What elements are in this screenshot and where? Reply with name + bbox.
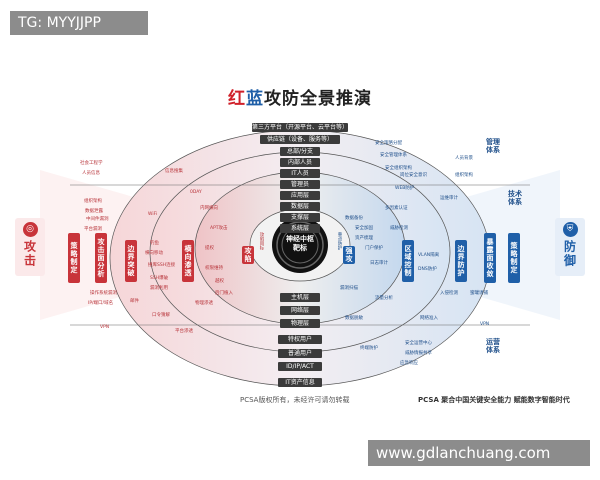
layer-label: 数据层 (280, 202, 320, 211)
layer-label: 普通用户 (278, 349, 322, 358)
defense-card: ⛨ 防御 (555, 218, 585, 276)
step-bar: 攻陷 (242, 246, 254, 264)
slogan-caption: PCSA 聚合中国关键安全能力 赋能数字智能时代 (418, 396, 570, 404)
ring-label-attack: 攻陷目标 (259, 232, 264, 250)
item-label: 安全策略分配 (375, 141, 402, 146)
item-label: 蜜罐诱捕 (470, 291, 488, 296)
item-label: 钓鱼 (150, 241, 159, 246)
item-label: 漏洞利用 (150, 286, 168, 291)
item-label: VPN (480, 322, 490, 327)
item-label: 组织架构 (455, 173, 473, 178)
item-label: 物理渗透 (195, 301, 213, 306)
layer-label: 主机层 (280, 293, 320, 302)
item-label: 威胁检测 (390, 226, 408, 231)
layer-label: 网络层 (280, 306, 320, 315)
step-bar: 强攻 (343, 246, 355, 264)
item-label: WiFi (148, 212, 158, 217)
layer-label: 特权用户 (278, 335, 322, 344)
item-label: 数据脱敏 (345, 316, 363, 321)
layer-label: 管理员 (280, 180, 320, 189)
item-label: 终端防护 (360, 346, 378, 351)
item-label: 安全组织架构 (385, 166, 412, 171)
copyright-caption: PCSA版权所有，未经许可请勿转载 (240, 396, 350, 404)
item-label: 门户保护 (365, 246, 383, 251)
item-label: 多因素认证 (385, 206, 408, 211)
step-bar: 区域控制 (402, 240, 414, 282)
step-bar: 边界突破 (125, 240, 137, 282)
item-label: 平台渗透 (175, 329, 193, 334)
system-operations: 运营体系 (486, 338, 500, 354)
item-label: 日志审计 (370, 261, 388, 266)
item-label: 信息搜集 (165, 169, 183, 174)
item-label: IP/端口/域名 (88, 301, 114, 306)
item-label: 漏洞扫描 (340, 286, 358, 291)
item-label: SSH爆破 (150, 276, 169, 281)
layer-label: 总部/分支 (280, 147, 320, 156)
step-bar: 策略制定 (68, 233, 80, 283)
item-label: 横向移动 (145, 251, 163, 256)
ring-label-defense: 重点防护 (337, 232, 342, 250)
item-label: 提权 (205, 246, 214, 251)
attack-card: ◎ 攻击 (15, 218, 45, 276)
item-label: 邮件 (130, 299, 139, 304)
shield-icon: ⛨ (562, 222, 578, 237)
layer-label: 第三方平台（开源平台、云平台等） (252, 123, 349, 132)
item-label: 撞库SSH连接 (148, 263, 176, 268)
diagram-title: 红蓝攻防全景推演 (228, 89, 372, 109)
item-label: 入侵检测 (440, 291, 458, 296)
layer-label: IT人员 (280, 169, 320, 178)
core-target: 神经中枢靶标 (286, 235, 314, 252)
item-label: VLAN隔离 (418, 253, 440, 258)
item-label: 人员背景 (455, 156, 473, 161)
item-label: 应急响应 (400, 361, 418, 366)
layer-label: 供应链（设备、服务等） (260, 135, 340, 144)
step-bar: 边界防护 (455, 240, 467, 282)
item-label: DNS防护 (418, 267, 437, 272)
item-label: 岗位安全意识 (400, 173, 427, 178)
item-label: VPN (100, 325, 110, 330)
item-label: 后门植入 (215, 291, 233, 296)
radar-icon: ◎ (22, 222, 38, 237)
item-label: 运维审计 (440, 196, 458, 201)
item-label: 安全管理体系 (380, 153, 407, 158)
watermark-top-left: TG: MYYJJPP (10, 11, 148, 35)
item-label: 人员信息 (82, 171, 100, 176)
layer-label: 应用层 (280, 191, 320, 200)
step-bar: 攻击面分析 (95, 233, 107, 283)
layer-label: 系统层 (280, 224, 320, 233)
step-bar: 策略制定 (508, 233, 520, 283)
layer-label: IT资产信息 (278, 378, 322, 387)
item-label: 资产梳理 (355, 236, 373, 241)
item-label: 安全运营中心 (405, 341, 432, 346)
item-label: 网络准入 (420, 316, 438, 321)
step-bar: 横向渗透 (182, 240, 194, 282)
layer-label: 物理层 (280, 319, 320, 328)
item-label: 数据备份 (345, 216, 363, 221)
layer-label: 支撑层 (280, 213, 320, 222)
item-label: 安全加固 (355, 226, 373, 231)
item-label: 中间件漏洞 (86, 217, 109, 222)
item-label: 组织架构 (84, 199, 102, 204)
item-label: APT攻击 (210, 226, 228, 231)
item-label: 操作系统漏洞 (90, 291, 117, 296)
item-label: 越权 (215, 279, 224, 284)
step-bar: 暴露面收敛 (484, 233, 496, 283)
layer-label: ID/IP/ACT (278, 362, 322, 371)
item-label: 数据泄露 (85, 209, 103, 214)
watermark-bottom-right: www.gdlanchuang.com (368, 440, 590, 466)
item-label: 口令猜解 (152, 313, 170, 318)
item-label: WEB防护 (395, 186, 415, 191)
item-label: 权限维持 (205, 266, 223, 271)
system-management: 管理体系 (486, 138, 500, 154)
item-label: 内网横向 (200, 206, 218, 211)
item-label: 流量分析 (375, 296, 393, 301)
system-technical: 技术体系 (508, 190, 522, 206)
item-label: 威胁情报共享 (405, 351, 432, 356)
item-label: 0DAY (190, 190, 202, 195)
layer-label: 内部人员 (280, 158, 320, 167)
item-label: 平台漏洞 (84, 227, 102, 232)
item-label: 社会工程学 (80, 161, 103, 166)
